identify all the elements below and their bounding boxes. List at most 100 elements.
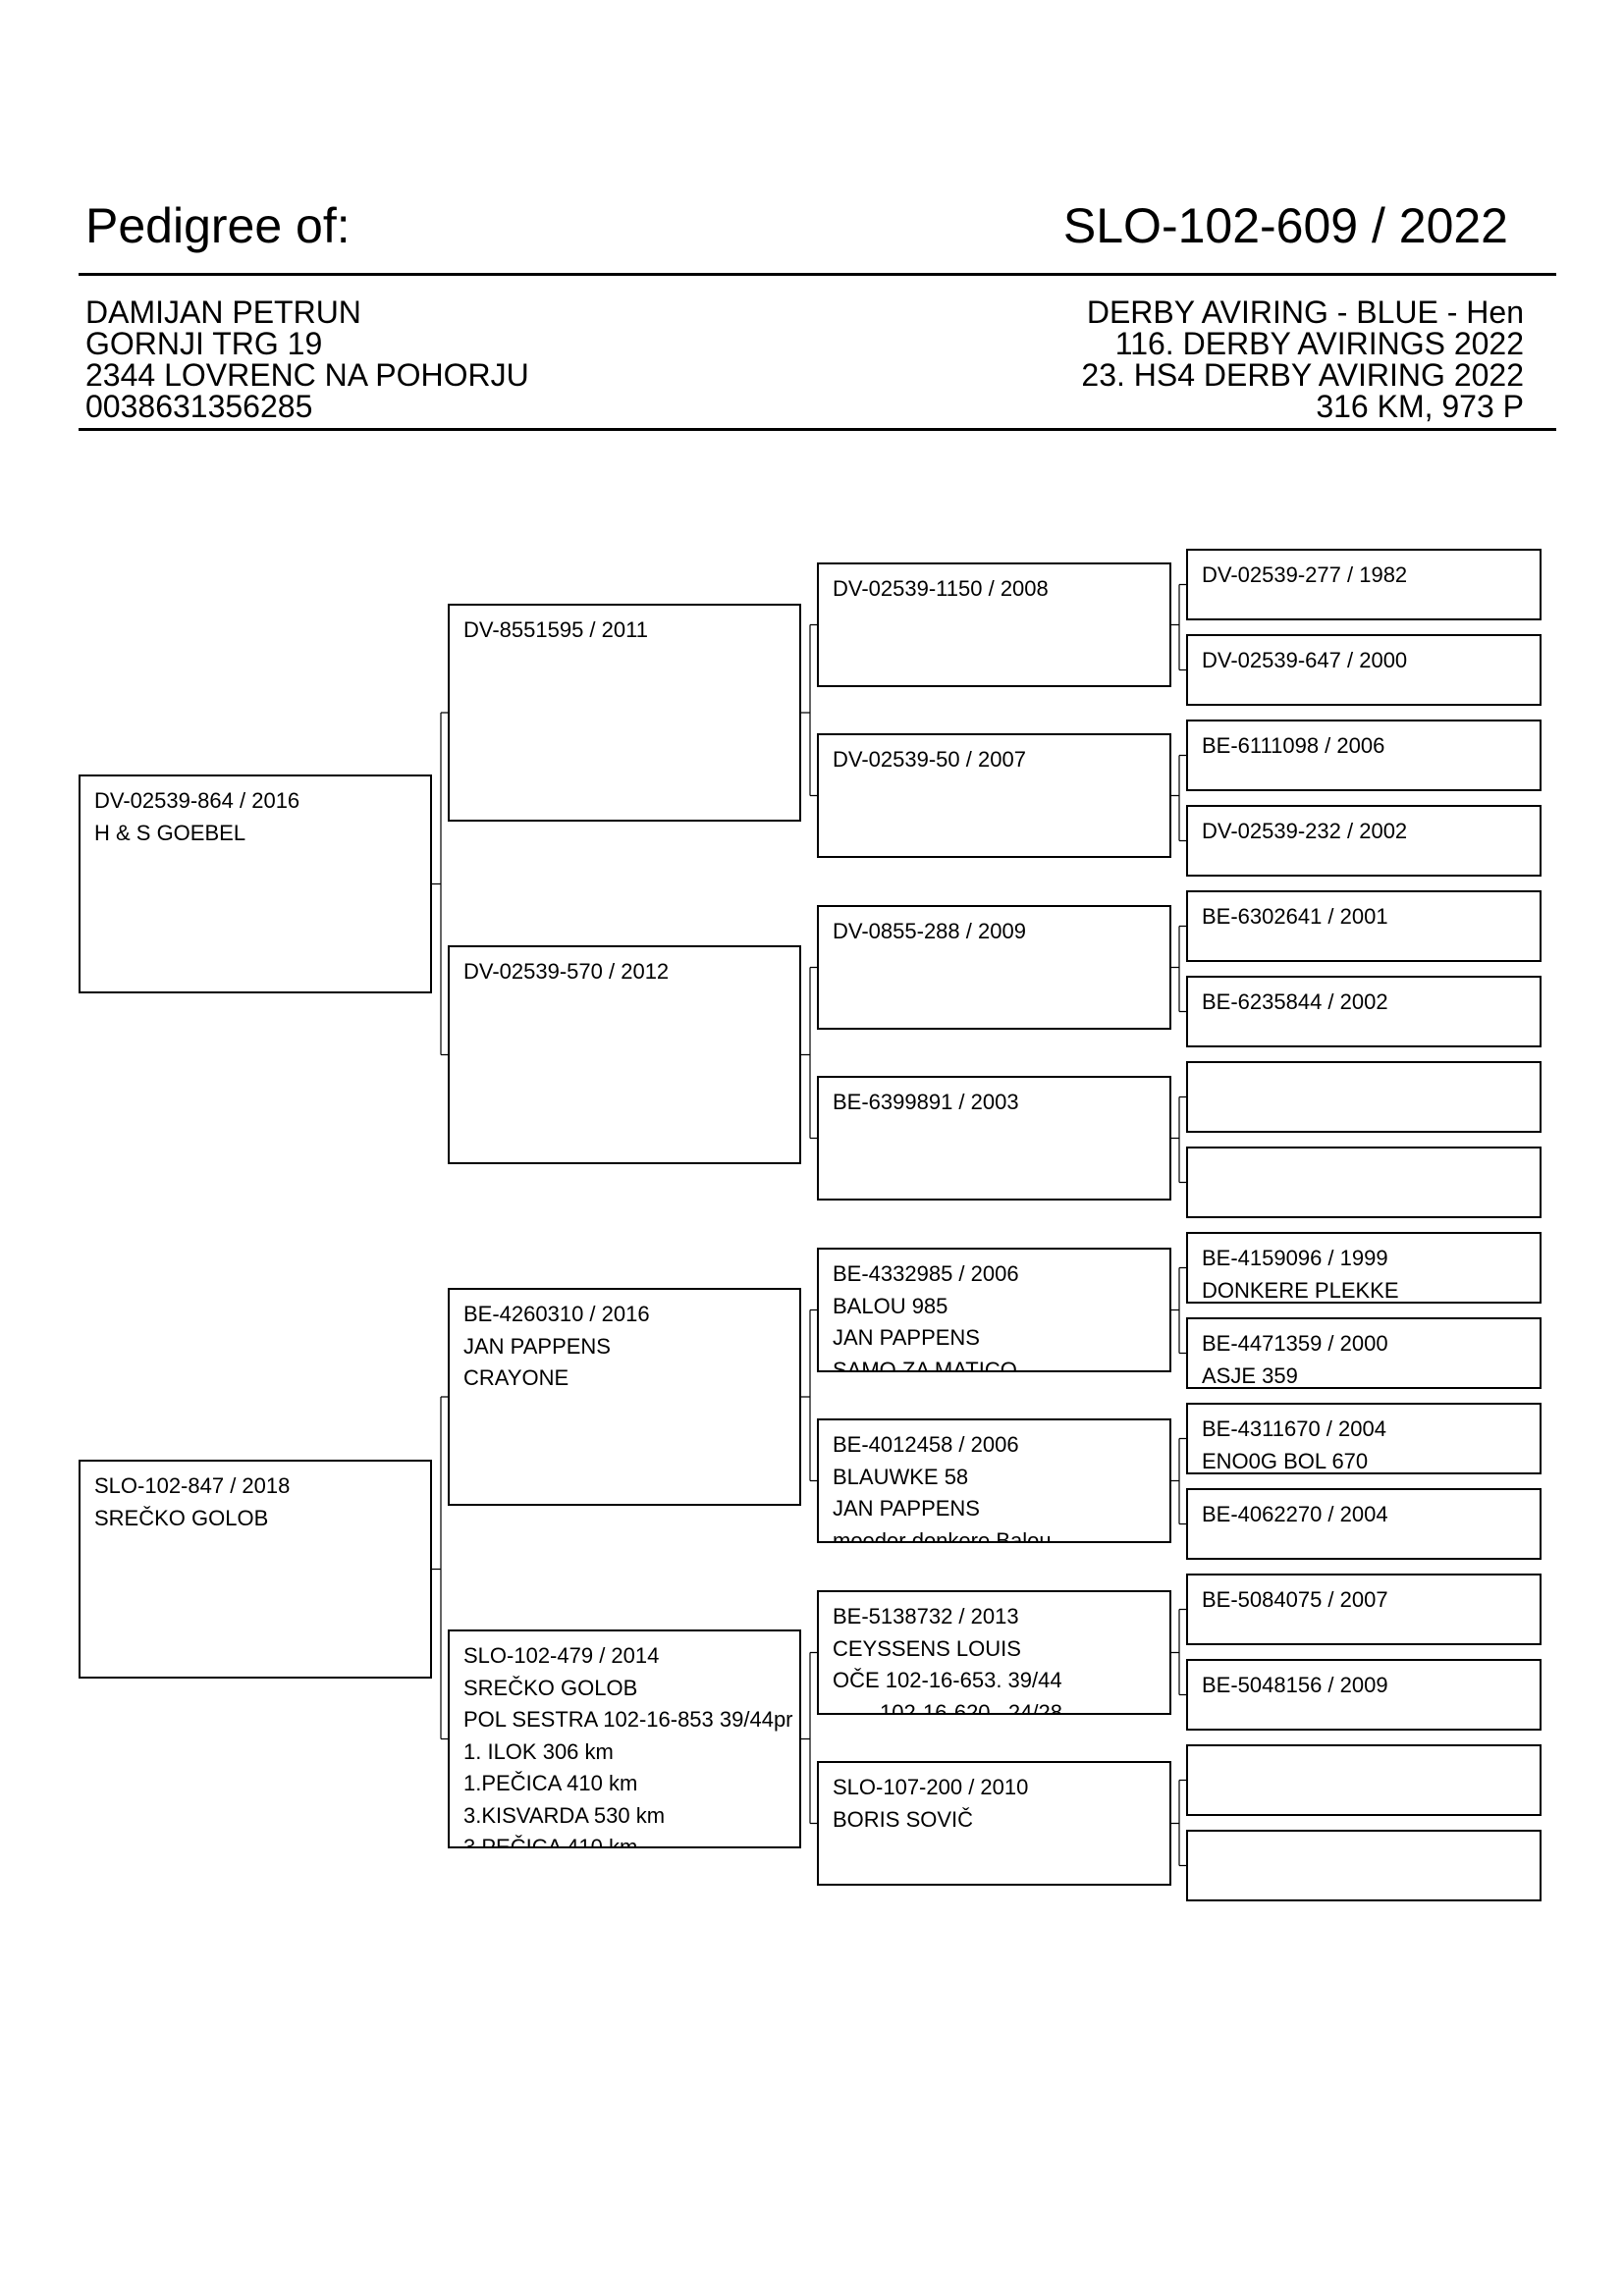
grandparent-box: DV-02539-570 / 2012	[448, 945, 801, 1164]
great-great-grandparent-box: BE-6302641 / 2001	[1186, 890, 1542, 962]
pedigree-box-line: DV-02539-277 / 1982	[1202, 562, 1408, 587]
pedigree-box-line: 3.KISVARDA 530 km	[463, 1802, 666, 1828]
pedigree-box-line: DV-02539-570 / 2012	[463, 959, 670, 984]
pedigree-box-line: moeder donkere Balou	[833, 1527, 1052, 1543]
pedigree-box-line: DV-02539-1150 / 2008	[833, 576, 1049, 601]
pedigree-box-line: BLAUWKE 58	[833, 1464, 969, 1489]
pedigree-box-line: BE-4260310 / 2016	[463, 1302, 650, 1326]
great-grandparent-box: DV-02539-1150 / 2008	[817, 562, 1171, 687]
pedigree-box-line: H & S GOEBEL	[94, 820, 246, 845]
pedigree-box-line: SREČKO GOLOB	[94, 1505, 269, 1530]
pedigree-connector	[432, 1396, 448, 1740]
pedigree-box-line: BORIS SOVIČ	[833, 1806, 974, 1832]
pedigree-connector	[1171, 754, 1186, 842]
pedigree-box-line: 102-16-620 , 24/28	[880, 1699, 1062, 1715]
pedigree-box-line: DV-02539-50 / 2007	[833, 747, 1026, 772]
owner-phone: 0038631356285	[85, 389, 313, 424]
pedigree-box-line: BE-4471359 / 2000	[1202, 1331, 1388, 1356]
pedigree-box-line: BE-4332985 / 2006	[833, 1261, 1019, 1286]
great-great-grandparent-box	[1186, 1061, 1542, 1133]
sire-box: DV-02539-864 / 2016 H & S GOEBEL	[79, 774, 432, 993]
pedigree-box-line: DV-02539-647 / 2000	[1202, 648, 1408, 672]
grandparent-box: DV-8551595 / 2011	[448, 604, 801, 822]
pedigree-box-line: BE-6399891 / 2003	[833, 1090, 1019, 1114]
page-title: Pedigree of:	[85, 198, 351, 253]
pedigree-connector	[1171, 1437, 1186, 1525]
pedigree-connector	[1171, 1779, 1186, 1867]
pedigree-connector	[1171, 583, 1186, 671]
great-great-grandparent-box: DV-02539-277 / 1982	[1186, 549, 1542, 620]
pedigree-connector	[801, 1651, 817, 1825]
pedigree-box-line: 3.PEČICA 410 km	[463, 1835, 638, 1848]
pedigree-box-line: BE-5048156 / 2009	[1202, 1673, 1388, 1697]
great-great-grandparent-box: BE-5048156 / 2009	[1186, 1659, 1542, 1731]
great-great-grandparent-box: BE-6235844 / 2002	[1186, 976, 1542, 1047]
great-great-grandparent-box	[1186, 1147, 1542, 1218]
owner-street: GORNJI TRG 19	[85, 326, 323, 361]
pedigree-box-line: JAN PAPPENS	[463, 1333, 611, 1359]
great-grandparent-box: BE-6399891 / 2003	[817, 1076, 1171, 1201]
pedigree-connector	[801, 966, 817, 1140]
pedigree-box-line: 1. ILOK 306 km	[463, 1738, 614, 1764]
pedigree-box-line: DV-0855-288 / 2009	[833, 919, 1026, 943]
pedigree-connector	[801, 1308, 817, 1482]
great-great-grandparent-box	[1186, 1744, 1542, 1816]
pedigree-box-line: BE-6111098 / 2006	[1202, 733, 1385, 758]
pedigree-box-line: SAMO ZA MATICO	[833, 1357, 1017, 1372]
pedigree-box-line: BE-5084075 / 2007	[1202, 1587, 1388, 1612]
pedigree-box-line: ASJE 359	[1202, 1362, 1298, 1388]
pedigree-box-line: BE-4012458 / 2006	[833, 1432, 1019, 1457]
owner-block: DAMIJAN PETRUN GORNJI TRG 19 2344 LOVREN…	[85, 296, 529, 422]
pedigree-box-line: SLO-102-847 / 2018	[94, 1473, 291, 1498]
owner-city: 2344 LOVRENC NA POHORJU	[85, 357, 529, 393]
pedigree-box-line: ENO0G BOL 670	[1202, 1448, 1369, 1473]
pedigree-box-line: SLO-107-200 / 2010	[833, 1775, 1029, 1799]
pedigree-box-line: BE-5138732 / 2013	[833, 1604, 1019, 1629]
pedigree-box-line: DV-8551595 / 2011	[463, 617, 648, 642]
race-info-line: 316 KM, 973 P	[1316, 389, 1524, 424]
pedigree-box-line: JAN PAPPENS	[833, 1496, 980, 1521]
pedigree-connector	[1171, 1095, 1186, 1184]
race-info-line: DERBY AVIRING - BLUE - Hen	[1086, 294, 1524, 330]
race-info-line: 116. DERBY AVIRINGS 2022	[1114, 326, 1524, 361]
pedigree-box-line: CRAYONE	[463, 1365, 569, 1390]
pedigree-box-line: OČE 102-16-653. 39/44	[833, 1668, 1062, 1692]
header-divider	[79, 273, 1556, 276]
pedigree-connector	[1171, 1608, 1186, 1696]
great-great-grandparent-box	[1186, 1830, 1542, 1901]
great-great-grandparent-box: BE-5084075 / 2007	[1186, 1574, 1542, 1645]
pedigree-box-line: SREČKO GOLOB	[463, 1675, 638, 1700]
pedigree-connector	[801, 623, 817, 797]
ring-number: SLO-102-609 / 2022	[1062, 198, 1508, 253]
pedigree-box-line: 1.PEČICA 410 km	[463, 1771, 638, 1795]
pedigree-box-line: BALOU 985	[833, 1293, 948, 1318]
great-great-grandparent-box: BE-4062270 / 2004	[1186, 1488, 1542, 1560]
pedigree-box-line: BE-6235844 / 2002	[1202, 989, 1388, 1014]
pedigree-box-line: DONKERE PLEKKE	[1202, 1277, 1399, 1303]
pedigree-box-line: POL SESTRA 102-16-853 39/44pr	[463, 1707, 793, 1732]
pedigree-connector	[1171, 925, 1186, 1013]
race-info-line: 23. HS4 DERBY AVIRING 2022	[1081, 357, 1524, 393]
pedigree-connector	[1171, 1266, 1186, 1355]
owner-name: DAMIJAN PETRUN	[85, 294, 361, 330]
pedigree-box-line: SLO-102-479 / 2014	[463, 1643, 660, 1668]
great-great-grandparent-box: BE-6111098 / 2006	[1186, 720, 1542, 791]
great-grandparent-box: DV-02539-50 / 2007	[817, 733, 1171, 858]
great-great-grandparent-box: DV-02539-647 / 2000	[1186, 634, 1542, 706]
pedigree-box-line: DV-02539-232 / 2002	[1202, 819, 1408, 843]
pedigree-connector	[432, 712, 448, 1056]
pedigree-box-line: DV-02539-864 / 2016	[94, 788, 300, 813]
pedigree-box-line: BE-4311670 / 2004	[1202, 1416, 1386, 1441]
pedigree-box-line: BE-4159096 / 1999	[1202, 1246, 1388, 1270]
pedigree-box-line: JAN PAPPENS	[833, 1325, 980, 1350]
